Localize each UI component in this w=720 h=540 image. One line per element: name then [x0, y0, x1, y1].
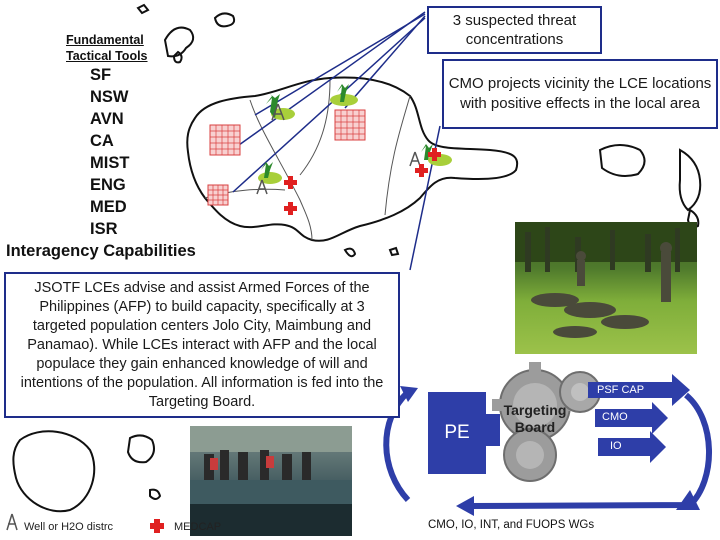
lce-site-marker: [258, 172, 282, 184]
island-outline: [678, 148, 702, 212]
pe-box: [428, 392, 486, 474]
output-arrow-psf-cap: [588, 374, 690, 406]
pointer-line: [409, 125, 441, 271]
pointer-line: [254, 13, 426, 116]
soldiers-training-photo: [515, 222, 697, 354]
island-outline: [343, 247, 357, 258]
output-arrow-io: [598, 431, 666, 463]
tool-item: NSW: [90, 88, 129, 106]
province-line: [299, 79, 331, 176]
feedback-arrowhead: [456, 496, 474, 516]
tools-heading-line1: Fundamental: [66, 33, 144, 47]
jsotf-callout: JSOTF LCEs advise and assist Armed Force…: [4, 272, 400, 418]
pointer-line: [344, 15, 426, 109]
target-grid-icon: [207, 109, 366, 206]
output-arrow-cmo: [595, 402, 668, 434]
tool-item: AVN: [90, 110, 124, 128]
island-outline: [598, 144, 646, 177]
threat-callout-text: 3 suspected threat concentrations: [452, 12, 577, 48]
tools-heading-line2: Tactical Tools: [66, 49, 148, 63]
targeting-board-line1: Targeting: [503, 402, 567, 418]
feedback-arrowhead: [400, 386, 418, 402]
cmo-callout-text: CMO projects vicinity the LCE locations …: [448, 75, 712, 112]
island-outline: [213, 12, 236, 28]
threat-callout: 3 suspected threat concentrations: [427, 6, 602, 54]
targeting-board-line2: Board: [514, 419, 556, 435]
cmo-callout: CMO projects vicinity the LCE locations …: [442, 59, 718, 129]
pe-connector: [486, 414, 500, 446]
targeting-board-label: Targeting Board: [495, 402, 575, 436]
legend-medcap: MEDCAP: [174, 521, 222, 533]
arrow-label-cmo: CMO: [602, 411, 628, 423]
island-outline: [136, 3, 150, 15]
island-outline: [163, 26, 195, 58]
province-line: [249, 99, 313, 241]
tool-item: MED: [90, 198, 127, 216]
medcap-cross-icon: [150, 519, 164, 533]
island-outline: [149, 488, 162, 500]
lce-site-marker: [271, 108, 295, 120]
pe-label: PE: [444, 422, 470, 443]
tools-footer: Interagency Capabilities: [6, 242, 196, 260]
island-outline: [172, 50, 183, 64]
pointer-line: [232, 17, 426, 193]
tactical-tools-list: Fundamental Tactical Tools SF NSW AVN CA…: [6, 32, 226, 262]
island-outline: [126, 434, 155, 464]
gear-icon: [492, 362, 601, 482]
feedback-arrowhead: [676, 490, 700, 510]
medcap-cross-icon: [284, 148, 441, 215]
well-icon: [6, 513, 18, 531]
palm-tree-icon: [261, 84, 433, 178]
tool-item: ENG: [90, 176, 126, 194]
jsotf-callout-text: JSOTF LCEs advise and assist Armed Force…: [20, 279, 384, 410]
tool-item: ISR: [90, 220, 118, 238]
island-outline: [12, 430, 96, 513]
tool-item: SF: [90, 66, 112, 84]
island-outline: [388, 246, 400, 257]
pointer-line: [231, 11, 426, 151]
boat-patrol-photo: [190, 426, 352, 536]
legend-well: Well or H2O distrc: [24, 521, 114, 533]
arrow-label-psf-cap: PSF CAP: [597, 384, 645, 396]
province-line: [384, 95, 411, 216]
arrow-label-io: IO: [610, 440, 622, 452]
tool-item: MIST: [90, 154, 130, 172]
tool-item: CA: [90, 132, 114, 150]
target-grid-lines: [208, 110, 365, 205]
working-groups-label: CMO, IO, INT, and FUOPS WGs: [428, 519, 595, 531]
well-icon: [256, 103, 421, 195]
